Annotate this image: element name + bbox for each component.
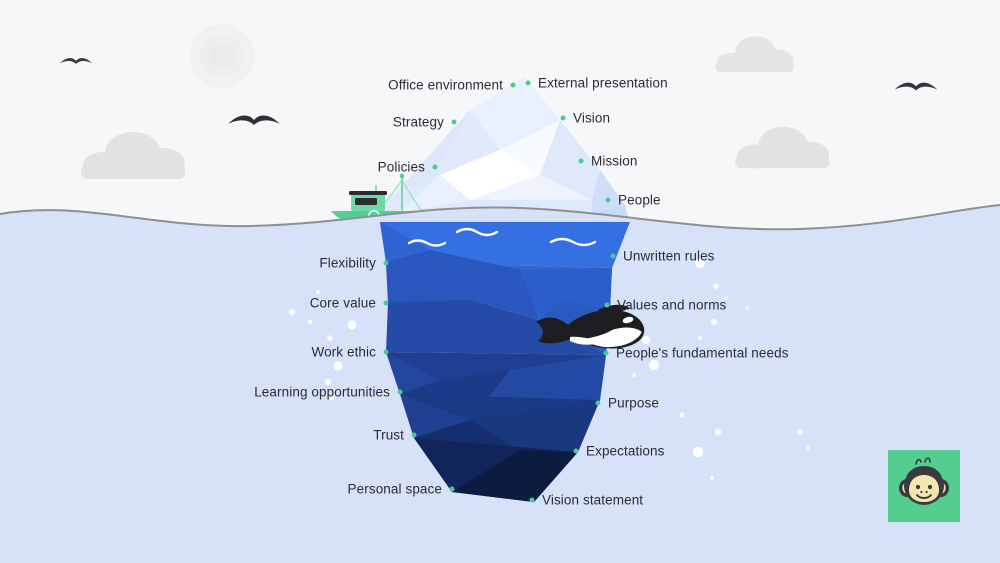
callout-dot-marker xyxy=(451,119,457,125)
callout-label: Vision statement xyxy=(542,492,644,508)
bubbles-group xyxy=(288,258,810,480)
monkey-logo[interactable] xyxy=(888,450,960,522)
callout-dot-marker xyxy=(604,302,610,308)
callout-label: Purpose xyxy=(608,395,659,411)
callout-dot-marker xyxy=(383,300,389,306)
bird-icon xyxy=(59,57,93,64)
callout-label: People xyxy=(618,192,661,208)
callout-dot-marker xyxy=(610,253,616,259)
callout-label: Core value xyxy=(309,295,376,311)
water-surface-marks xyxy=(407,227,597,247)
callout-label: Work ethic xyxy=(311,344,376,360)
callout-label: Expectations xyxy=(586,443,665,459)
iceberg-above-water xyxy=(360,77,630,224)
callout-dot-marker xyxy=(578,158,584,164)
callout-dot-marker xyxy=(383,349,389,355)
callout-label: Strategy xyxy=(392,114,444,130)
callout-dot-marker xyxy=(510,82,516,88)
callout-label: External presentation xyxy=(538,75,668,91)
callout-label: People's fundamental needs xyxy=(616,345,789,361)
callout-dot-marker xyxy=(397,389,403,395)
callout-label: Personal space xyxy=(347,481,442,497)
callout-label: Flexibility xyxy=(319,255,376,271)
callout-label: Unwritten rules xyxy=(623,248,715,264)
callout-label: Office environment xyxy=(388,77,503,93)
callout-dot-marker xyxy=(432,164,438,170)
callout-label: Learning opportunities xyxy=(254,384,390,400)
callout-dot-marker xyxy=(603,350,609,356)
callout-dot-marker xyxy=(529,497,535,503)
waterline xyxy=(0,204,1000,231)
bird-icon xyxy=(228,115,280,125)
callout-dot-marker xyxy=(449,486,455,492)
bird-icon xyxy=(894,82,938,91)
callout-label: Trust xyxy=(373,427,404,443)
cloud-icon xyxy=(81,132,185,179)
callout-label: Policies xyxy=(377,159,425,175)
callout-label: Mission xyxy=(591,153,638,169)
cloud-icon xyxy=(715,36,794,73)
callout-dot-marker xyxy=(525,80,531,86)
callout-dot-marker xyxy=(595,400,601,406)
sun-icon xyxy=(190,24,254,88)
callout-dot-marker xyxy=(573,448,579,454)
callout-dot-marker xyxy=(411,432,417,438)
callout-dot-marker xyxy=(383,260,389,266)
callout-label: Vision xyxy=(573,110,611,126)
callout-dot-marker xyxy=(605,197,611,203)
callout-dot-marker xyxy=(560,115,566,121)
callout-label: Values and norms xyxy=(617,297,727,313)
cloud-icon xyxy=(735,126,830,169)
iceberg-below-water xyxy=(288,222,810,502)
